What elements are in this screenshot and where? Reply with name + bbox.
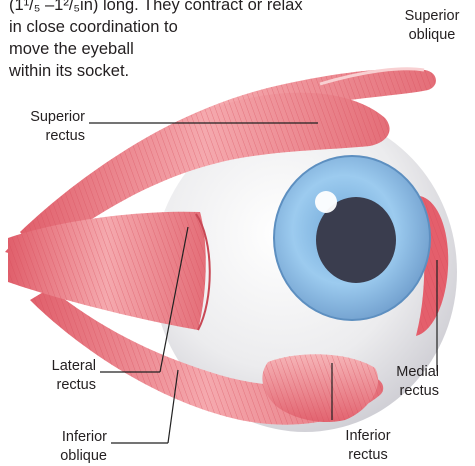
highlight (315, 191, 337, 213)
label-lateral-rectus: Lateral rectus (0, 357, 96, 395)
label-medial-rectus: Medial rectus (375, 363, 439, 401)
label-superior-oblique: Superior oblique (398, 7, 466, 45)
iris (274, 156, 430, 320)
label-inferior-rectus: Inferior rectus (330, 427, 406, 465)
label-inferior-oblique: Inferior oblique (0, 428, 107, 466)
label-superior-rectus: Superior rectus (0, 108, 85, 146)
